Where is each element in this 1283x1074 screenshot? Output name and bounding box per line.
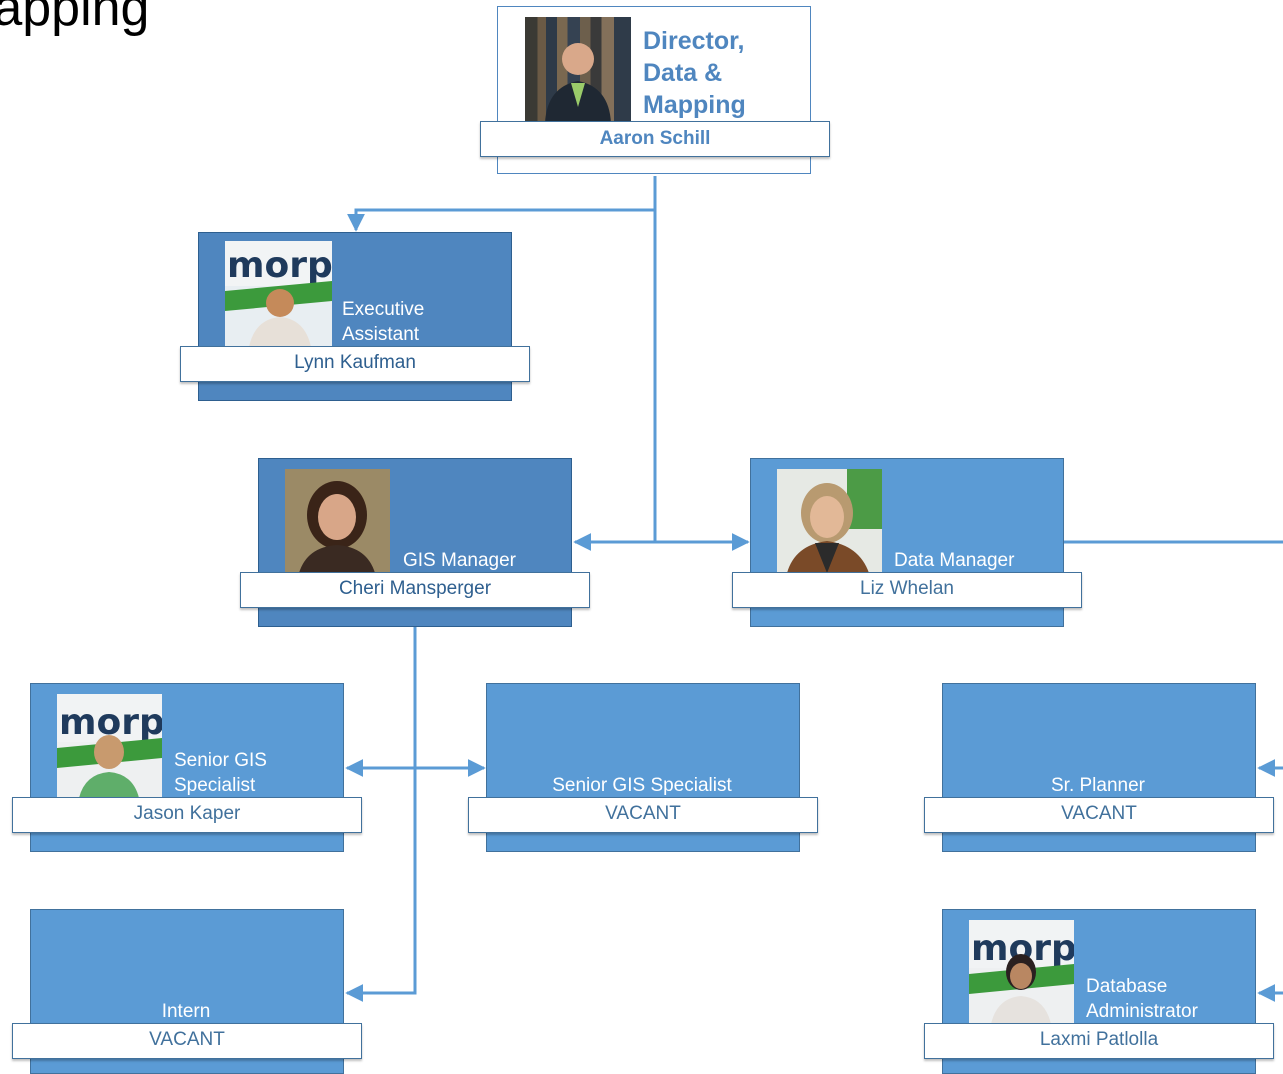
db-admin-role: Database Administrator	[1086, 974, 1198, 1024]
data-manager-name: Liz Whelan	[732, 572, 1082, 608]
senior-gis-specialist-1-role-line-1: Senior GIS	[174, 750, 267, 771]
gis-manager-name: Cheri Mansperger	[240, 572, 590, 608]
connector-gis-trunk	[345, 626, 417, 1002]
director-photo	[525, 17, 631, 123]
intern-role: Intern	[161, 1001, 211, 1022]
exec-assistant-name: Lynn Kaufman	[180, 346, 530, 382]
db-admin-role-line-1: Database	[1086, 976, 1168, 997]
director-role-line-3: Mapping	[643, 91, 746, 119]
director-name: Aaron Schill	[480, 121, 830, 157]
director-role-line-1: Director,	[643, 27, 745, 55]
exec-assistant-role-line-2: Assistant	[342, 324, 420, 345]
db-admin-role-line-2: Administrator	[1086, 1001, 1198, 1022]
senior-gis-specialist-2-role: Senior GIS Specialist	[552, 775, 732, 796]
gis-manager-photo	[285, 469, 390, 573]
director-role-line-2: Data &	[643, 59, 723, 87]
db-admin-photo: morpc	[969, 920, 1074, 1024]
exec-assistant-photo: morpc	[225, 241, 332, 347]
data-manager-photo	[777, 469, 882, 573]
intern-name: VACANT	[12, 1023, 362, 1059]
senior-gis-specialist-1-photo: morpc	[57, 694, 162, 798]
gis-manager-role: GIS Manager	[403, 550, 516, 571]
senior-gis-specialist-1-role-line-2: Specialist	[174, 775, 256, 796]
senior-gis-specialist-1-role: Senior GIS Specialist	[174, 748, 267, 798]
page-title: Mapping	[0, 0, 150, 37]
connector-director-to-assistant	[347, 176, 657, 232]
sr-planner-name: VACANT	[924, 797, 1274, 833]
morpc-logo-text: morpc	[227, 245, 332, 286]
db-admin-name: Laxmi Patlolla	[924, 1023, 1274, 1059]
exec-assistant-role: Executive Assistant	[342, 297, 424, 347]
senior-gis-specialist-1-name: Jason Kaper	[12, 797, 362, 833]
sr-planner-role: Sr. Planner	[1051, 775, 1145, 796]
senior-gis-specialist-2-name: VACANT	[468, 797, 818, 833]
exec-assistant-role-line-1: Executive	[342, 299, 425, 320]
director-role: Director, Data & Mapping	[643, 25, 746, 121]
data-manager-role: Data Manager	[894, 550, 1015, 571]
